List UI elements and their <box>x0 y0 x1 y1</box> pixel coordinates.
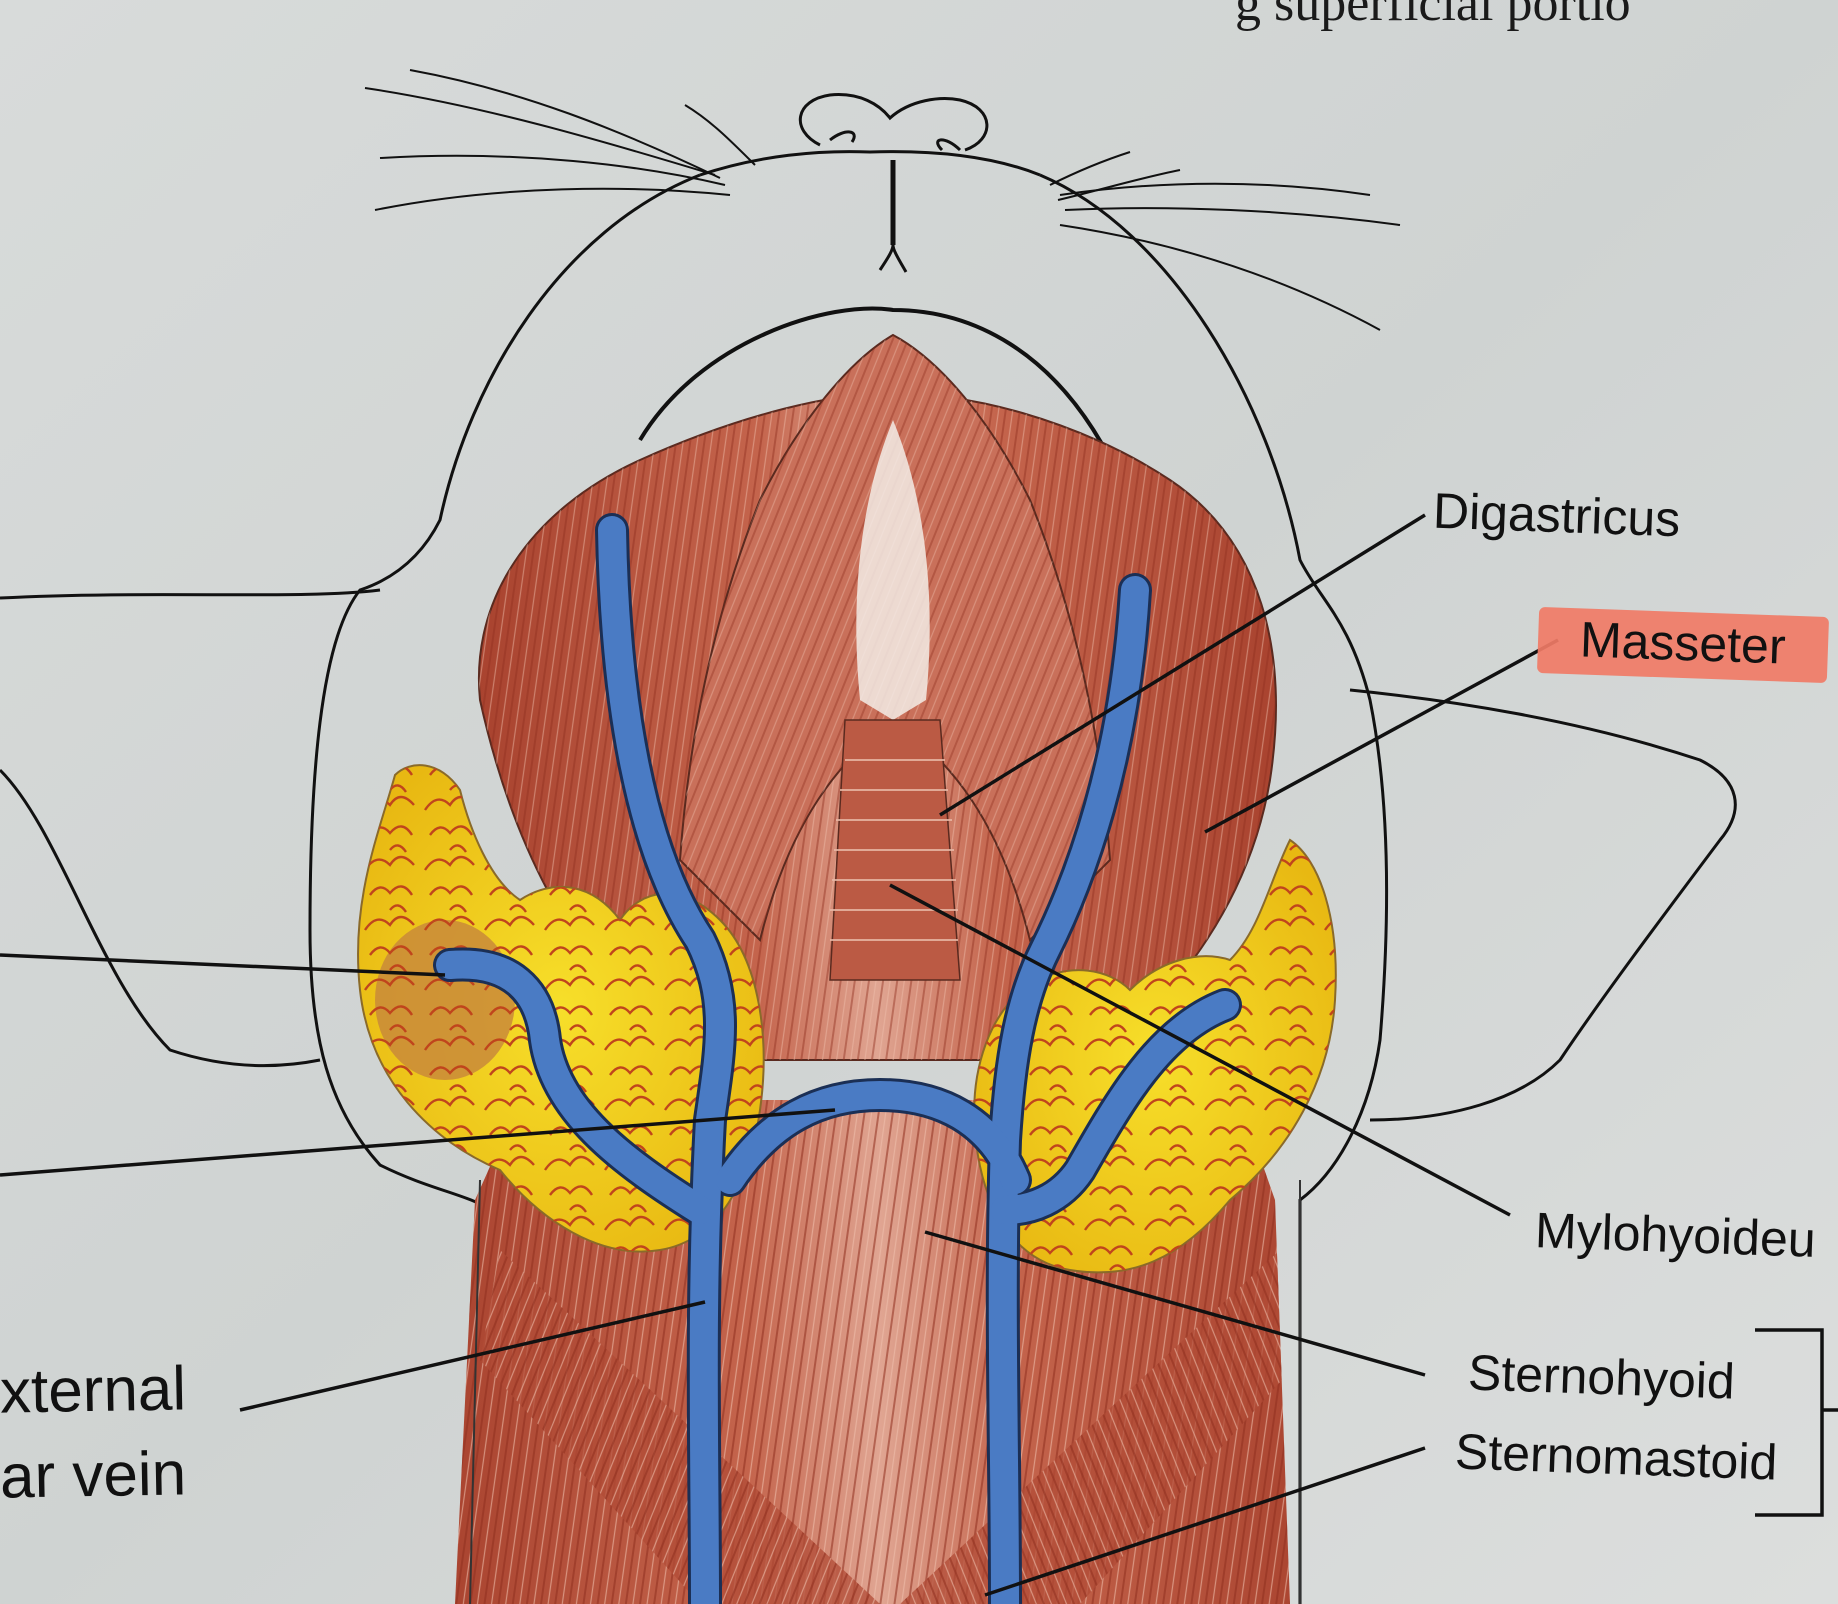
label-mylohyoideus: Mylohyoideu <box>1534 1202 1817 1268</box>
leader-mylohyoideus <box>889 883 1511 1217</box>
leader-masseter <box>1204 638 1559 834</box>
label-bracket <box>1755 1328 1838 1517</box>
leader-digastricus <box>939 513 1426 817</box>
leader-sternomastoid <box>984 1446 1426 1597</box>
label-digastricus: Digastricus <box>1432 482 1682 548</box>
label-sternomastoid: Sternomastoid <box>1454 1423 1779 1491</box>
neck-outline <box>469 1179 1301 1604</box>
label-external-line2: ar vein <box>0 1439 187 1512</box>
whiskers <box>364 69 1401 331</box>
label-sternohyoid: Sternohyoid <box>1467 1344 1736 1410</box>
jugular-veins <box>433 513 1242 1604</box>
leader-sternohyoid <box>924 1230 1426 1377</box>
label-masseter: Masseter <box>1579 611 1787 675</box>
leader-left-upper <box>0 953 446 977</box>
leader-left-lower <box>0 1108 836 1177</box>
leader-external-jugular <box>239 1300 706 1412</box>
header-text: g superficial portio <box>1235 0 1631 32</box>
leader-lines <box>0 513 1838 1597</box>
cat-outline <box>0 93 1737 1604</box>
label-external-line1: xternal <box>0 1354 187 1427</box>
